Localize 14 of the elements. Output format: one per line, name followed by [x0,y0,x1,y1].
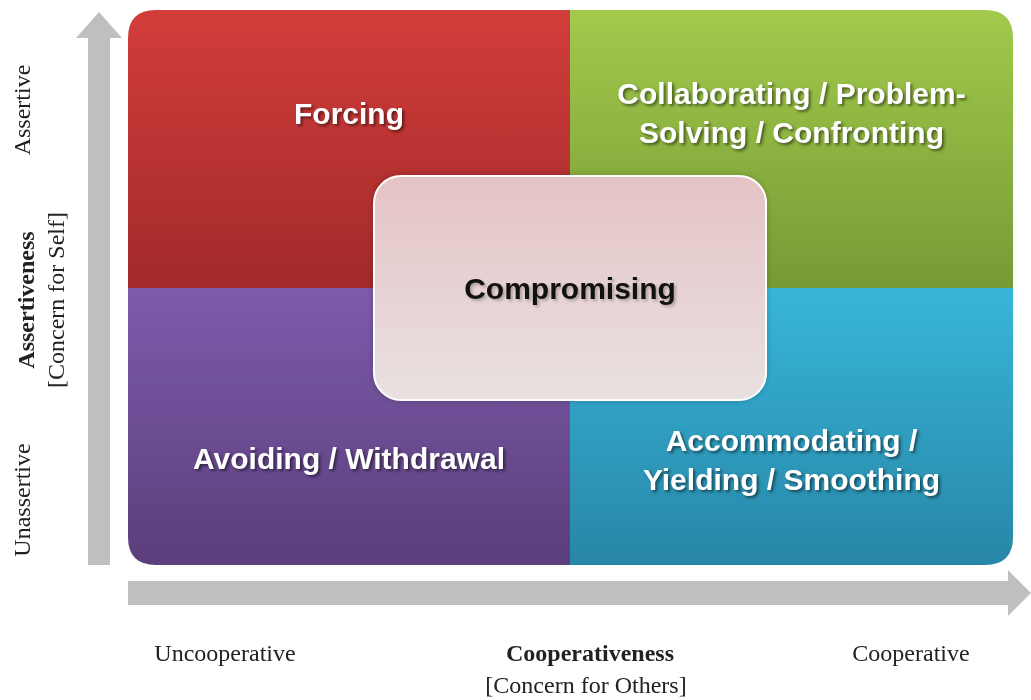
box-label: Compromising [464,270,676,307]
axis-end-label: Uncooperative [154,640,296,667]
axis-title: Assertiveness [12,231,40,369]
quadrant-label: Forcing [294,96,404,132]
quadrant-label: Collaborating / Problem-Solving / Confronting [616,76,967,151]
axis-title: Cooperativeness [506,640,674,667]
center-box [373,175,767,401]
axis-end-label: Unassertive [8,443,36,557]
quadrant-label: Accommodating / Yielding / Smoothing [641,423,942,498]
quadrant-label: Avoiding / Withdrawal [193,441,505,477]
axis-subtitle: [Concern for Self] [42,212,70,388]
axis-subtitle: [Concern for Others] [485,672,687,699]
axis-end-label: Assertive [8,64,36,156]
axis-end-label: Cooperative [852,640,970,667]
